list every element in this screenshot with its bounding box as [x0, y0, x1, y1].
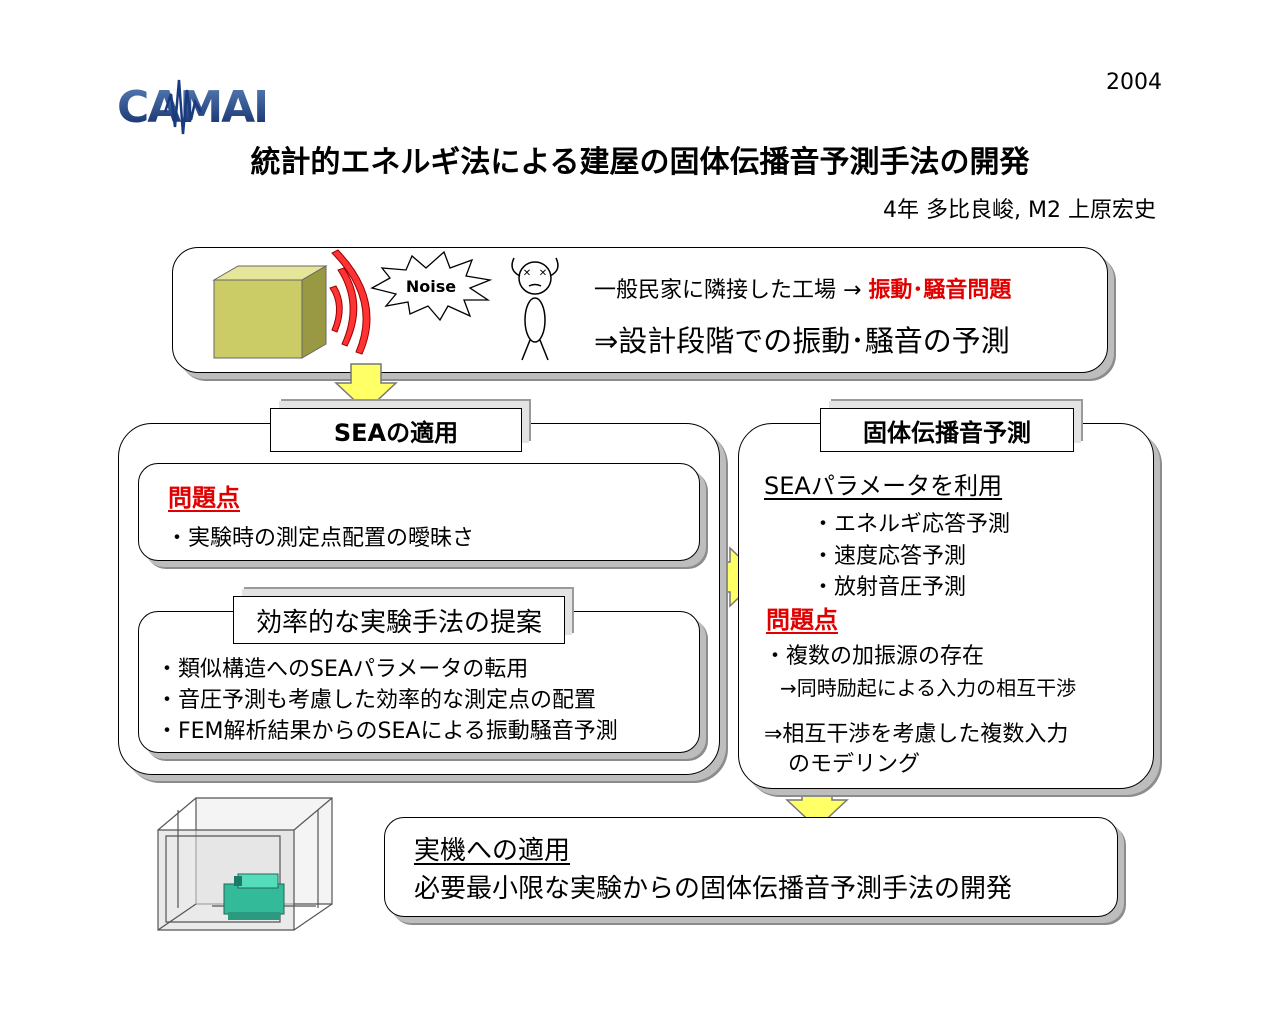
top-box — [172, 247, 1108, 373]
prediction-item: ・エネルギ応答予測 — [812, 512, 1011, 537]
conclusion-line: のモデリング — [788, 752, 921, 777]
right-problem-sub: →同時励起による入力の相互干渉 — [780, 676, 1077, 700]
machine-icon — [223, 873, 285, 920]
bottom-heading: 実機への適用 — [414, 836, 571, 866]
proposal-tab: 効率的な実験手法の提案 — [233, 596, 565, 644]
top-goal-line: ⇒設計段階での振動･騒音の予測 — [594, 324, 1010, 358]
proposal-item: ・音圧予測も考慮した効率的な測定点の配置 — [156, 688, 597, 713]
factory-box-icon — [212, 265, 328, 359]
conclusion-line: ⇒相互干渉を考慮した複数入力 — [764, 722, 1069, 747]
proposal-item: ・類似構造へのSEAパラメータの転用 — [156, 657, 529, 682]
svg-text:CAMAL: CAMAL — [117, 82, 265, 133]
left-problem-heading: 問題点 — [168, 484, 240, 512]
logo: CAMAL — [115, 72, 282, 142]
top-problem-line: 一般民家に隣接した工場 → 振動･騒音問題 — [594, 278, 1012, 303]
prediction-item: ・放射音圧予測 — [812, 575, 967, 600]
left-problem-box — [138, 463, 700, 561]
down-arrow-icon — [334, 363, 398, 413]
svg-text:✕: ✕ — [523, 268, 531, 279]
svg-text:✕: ✕ — [539, 268, 547, 279]
sound-wave-icon — [329, 249, 371, 355]
right-problem-heading: 問題点 — [766, 606, 838, 634]
sea-parameter-heading: SEAパラメータを利用 — [764, 472, 1003, 500]
vibration-noise-problem-text: 振動･騒音問題 — [868, 278, 1012, 303]
factory-illustration: Noise ✕ ✕ — [212, 249, 559, 361]
prediction-item: ・速度応答予測 — [812, 544, 967, 569]
camal-logo-icon: CAMAL — [117, 79, 282, 135]
proposal-item: ・FEM解析結果からのSEAによる振動騒音予測 — [156, 719, 618, 744]
svg-text:Noise: Noise — [406, 277, 456, 296]
authors: 4年 多比良峻, M2 上原宏史 — [883, 198, 1156, 223]
stressed-person-icon: ✕ ✕ — [511, 257, 559, 361]
right-panel — [738, 423, 1154, 789]
page-title: 統計的エネルギ法による建屋の固体伝播音予測手法の開発 — [250, 145, 1030, 180]
bottom-box — [384, 817, 1118, 917]
bottom-text: 必要最小限な実験からの固体伝播音予測手法の開発 — [414, 874, 1013, 904]
structure-borne-sound-tab: 固体伝播音予測 — [820, 408, 1074, 452]
machine-room-illustration — [157, 797, 333, 931]
left-problem-item: ・実験時の測定点配置の曖昧さ — [166, 526, 475, 551]
noise-burst-icon: Noise — [370, 250, 493, 322]
sea-application-tab: SEAの適用 — [270, 408, 522, 452]
right-problem-item: ・複数の加振源の存在 — [764, 644, 985, 669]
year: 2004 — [1106, 70, 1162, 95]
